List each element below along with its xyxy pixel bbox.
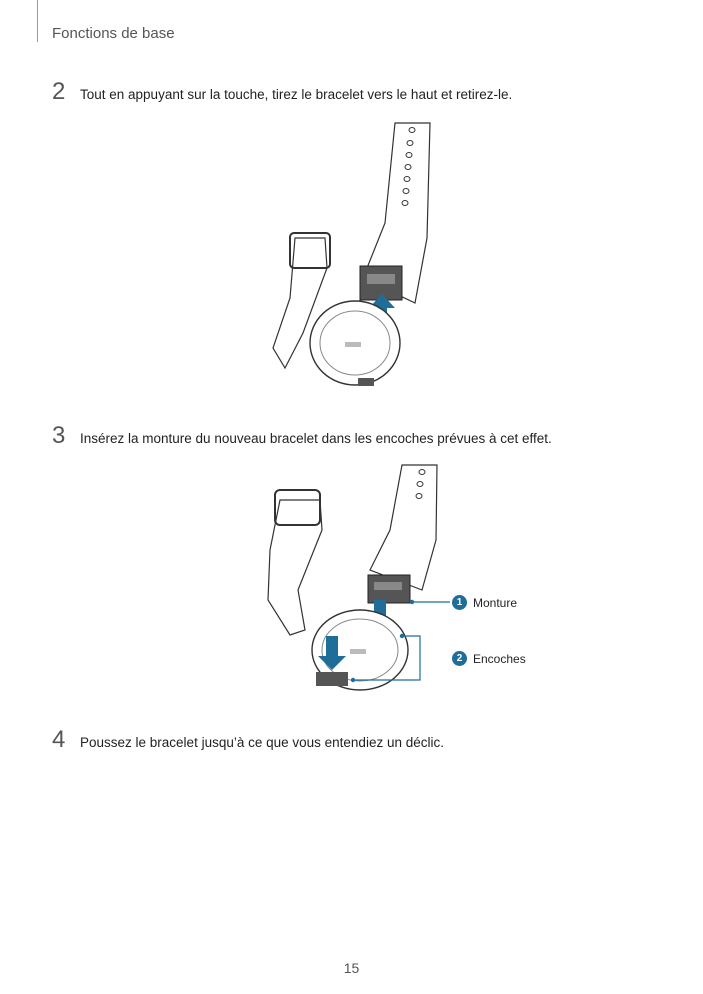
step-number: 2 bbox=[52, 78, 66, 105]
callout-label: Monture bbox=[473, 595, 518, 610]
step-3: 3 Insérez la monture du nouveau bracelet… bbox=[52, 422, 552, 450]
callout-number: 2 bbox=[452, 651, 467, 666]
header-rule bbox=[37, 0, 38, 42]
callout-number: 1 bbox=[452, 595, 467, 610]
callout-encoches: 2 Encoches bbox=[452, 651, 526, 666]
figure-remove-strap bbox=[272, 122, 431, 386]
step-text: Poussez le bracelet jusqu’à ce que vous … bbox=[80, 735, 444, 750]
figure-insert-strap bbox=[267, 464, 450, 691]
callout-label: Encoches bbox=[473, 651, 526, 666]
section-title: Fonctions de base bbox=[52, 25, 175, 42]
step-number: 4 bbox=[52, 726, 66, 753]
step-text: Insérez la monture du nouveau bracelet d… bbox=[80, 431, 552, 446]
step-text: Tout en appuyant sur la touche, tirez le… bbox=[80, 87, 513, 102]
step-2: 2 Tout en appuyant sur la touche, tirez … bbox=[52, 78, 512, 106]
callout-monture: 1 Monture bbox=[452, 595, 517, 610]
page-number: 15 bbox=[343, 960, 360, 976]
step-4: 4 Poussez le bracelet jusqu’à ce que vou… bbox=[52, 726, 444, 754]
step-number: 3 bbox=[52, 422, 66, 449]
